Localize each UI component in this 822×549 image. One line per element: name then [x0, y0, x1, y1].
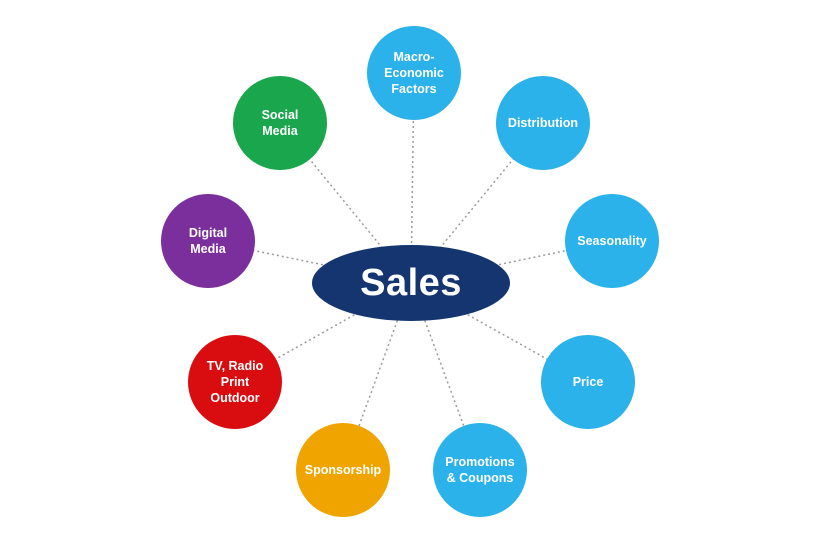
connector-line-price — [410, 282, 589, 383]
node-digital-media: Digital Media — [161, 194, 255, 288]
node-label-sponsorship: Sponsorship — [304, 462, 382, 477]
node-price: Price — [541, 335, 635, 429]
connector-line-tv-radio-print-outdoor — [234, 282, 412, 383]
node-label-distribution: Distribution — [507, 115, 579, 130]
node-seasonality: Seasonality — [565, 194, 659, 288]
center-node-label: Sales — [360, 261, 462, 304]
node-label-digital-media: Digital Media — [188, 225, 228, 256]
node-label-seasonality: Seasonality — [577, 233, 647, 248]
node-distribution: Distribution — [496, 76, 590, 170]
node-label-promotions-coupons: Promotions & Coupons — [445, 454, 515, 485]
node-social-media: Social Media — [233, 76, 327, 170]
node-sponsorship: Sponsorship — [296, 423, 390, 517]
center-node-sales: Sales — [312, 245, 510, 321]
node-label-social-media: Social Media — [261, 107, 299, 138]
node-promotions-coupons: Promotions & Coupons — [433, 423, 527, 517]
node-macro-economic-factors: Macro- Economic Factors — [367, 26, 461, 120]
node-tv-radio-print-outdoor: TV, Radio Print Outdoor — [188, 335, 282, 429]
node-label-tv-radio-print-outdoor: TV, Radio Print Outdoor — [206, 358, 264, 406]
node-label-macro-economic-factors: Macro- Economic Factors — [384, 49, 444, 97]
node-label-price: Price — [572, 374, 604, 389]
